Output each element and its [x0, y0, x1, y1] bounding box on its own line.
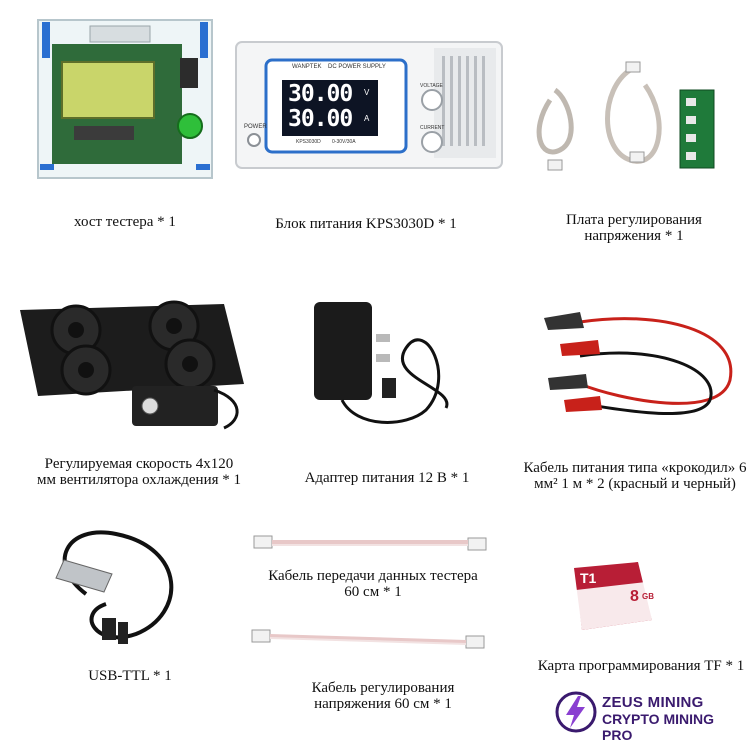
- psu-model: KPS3030D: [296, 139, 321, 145]
- lightning-logo-icon: [555, 691, 597, 733]
- caption-adapter: Адаптер питания 12 В * 1: [304, 470, 470, 486]
- psu-title: DC POWER SUPPLY: [328, 64, 386, 70]
- psu-current-unit: A: [364, 114, 370, 123]
- caption-voltage-board: Плата регулирования напряжения * 1: [566, 212, 702, 244]
- caption-alligator-cable: Кабель питания типа «крокодил» 6 мм² 1 м…: [523, 460, 747, 492]
- psu-power-label: POWER: [244, 124, 267, 130]
- psu-voltage-readout: 30.00: [288, 81, 353, 107]
- adapter-image: [306, 298, 466, 434]
- power-supply-image: WANPTEK DC POWER SUPPLY 30.00 V 30.00 A …: [234, 40, 504, 172]
- cooling-fan-image: [14, 300, 252, 434]
- tester-host-image: [30, 14, 220, 184]
- psu-spec: 0-30V/30A: [332, 139, 356, 145]
- tf-card-image: T1 8 GB: [568, 560, 660, 632]
- tf-card-unit: GB: [642, 592, 654, 601]
- caption-tester-host: хост тестера * 1: [74, 214, 176, 230]
- psu-knob1-label: VOLTAGE: [420, 83, 443, 89]
- usb-ttl-image: [46, 524, 196, 654]
- psu-knob2-label: CURRENT: [420, 125, 445, 131]
- caption-usb-ttl: USB-TTL * 1: [88, 668, 172, 684]
- zeus-mining-logo: ZEUS MINING CRYPTO MINING PRO: [554, 688, 744, 743]
- data-cable-image: [252, 528, 488, 558]
- voltage-board-image: [530, 60, 730, 180]
- logo-name: ZEUS MINING: [602, 694, 704, 711]
- psu-current-readout: 30.00: [288, 106, 353, 132]
- tf-card-capacity: 8: [630, 588, 639, 605]
- psu-voltage-unit: V: [364, 88, 370, 97]
- caption-cooling-fan: Регулируемая скорость 4x120 мм вентилято…: [36, 456, 242, 488]
- regulation-cable-image: [250, 622, 486, 656]
- caption-data-cable: Кабель передачи данных тестера 60 см * 1: [268, 568, 478, 600]
- logo-tagline: CRYPTO MINING PRO: [602, 711, 715, 743]
- tf-card-label: T1: [580, 570, 597, 586]
- alligator-cable-image: [540, 300, 740, 428]
- psu-brand: WANPTEK: [292, 64, 322, 70]
- caption-power-supply: Блок питания KPS3030D * 1: [275, 216, 457, 232]
- caption-tf-card: Карта программирования TF * 1: [537, 658, 745, 674]
- caption-regulation-cable: Кабель регулирования напряжения 60 см * …: [311, 680, 455, 712]
